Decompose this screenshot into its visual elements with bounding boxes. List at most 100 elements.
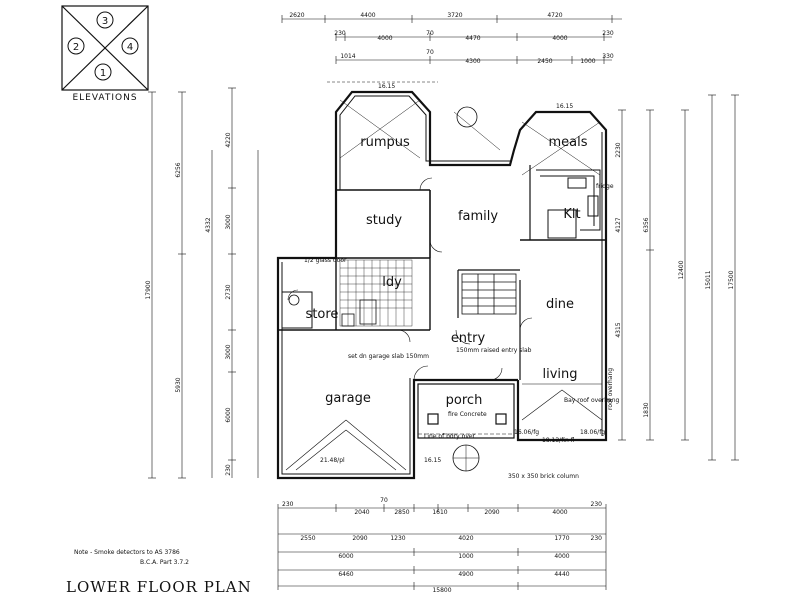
dim-top-3e: 1000 — [580, 58, 595, 65]
elevation-marker-1 — [94, 63, 112, 81]
dim-bottom-1h: 230 — [591, 501, 603, 508]
annotation-garage-level: 21.48/pl — [320, 457, 345, 464]
top-dimension-lines — [281, 15, 622, 64]
dim-left-total: 17900 — [145, 280, 152, 299]
dim-bottom-1e: 1610 — [432, 509, 447, 516]
dim-top-2b: 4000 — [377, 35, 392, 42]
dim-bottom-1f: 2090 — [484, 509, 499, 516]
sink — [567, 177, 587, 189]
cooktop — [587, 195, 599, 217]
roof-hip-lines — [327, 81, 601, 176]
dim-top-3c: 4300 — [465, 58, 480, 65]
room-label-study: study — [366, 213, 402, 228]
annotation-living-level: 18.13/fin fl — [542, 437, 575, 444]
dim-left-inner-d: 3000 — [225, 344, 232, 359]
annotation-porch-level: 16.15 — [424, 457, 441, 464]
top-bay-marker — [456, 106, 478, 128]
dim-left-inner-c: 2730 — [225, 284, 232, 299]
dim-bottom-1g: 4000 — [552, 509, 567, 516]
dim-right-inner-c: 4315 — [615, 322, 622, 337]
dim-right-inner-b: 4127 — [615, 217, 622, 232]
elevation-number-3: 3 — [102, 16, 108, 27]
elevation-number-1: 1 — [100, 68, 106, 79]
annotation-glass-door: 1/2 glass door — [304, 257, 347, 264]
dim-top-2f: 230 — [602, 30, 614, 37]
left-dimension-lines — [148, 87, 259, 479]
dim-left-inner-e: 6000 — [225, 407, 232, 422]
elevation-marker-2 — [67, 37, 85, 55]
room-label-store: store — [306, 307, 339, 322]
dim-top-3f: 330 — [602, 53, 614, 60]
page-title: LOWER FLOOR PLAN — [66, 578, 252, 596]
dim-bottom-2d: 4020 — [458, 535, 473, 542]
dim-right-outer-b: 15011 — [705, 270, 712, 289]
dim-top-1b: 4400 — [360, 12, 375, 19]
dim-left-inner-f: 230 — [225, 464, 232, 476]
dim-right-total: 17500 — [728, 270, 735, 289]
dim-bottom-2f: 230 — [591, 535, 603, 542]
kitchen-benches — [536, 169, 601, 239]
annotation-entry-step: 150mm raised entry slab — [456, 347, 532, 354]
building-walls — [276, 90, 608, 480]
dim-bottom-2a: 2550 — [300, 535, 315, 542]
annotation-fridge: fridge — [596, 183, 614, 190]
dim-top-1c: 3720 — [447, 12, 462, 19]
right-dimension-lines — [618, 94, 739, 461]
dim-right-outer-c: 12400 — [678, 260, 685, 279]
elevation-marker-4 — [121, 37, 139, 55]
dim-bottom-4a: 6460 — [338, 571, 353, 578]
room-label-ldy: ldy — [382, 275, 402, 290]
dim-top-2d: 4470 — [465, 35, 480, 42]
annotation-meals-level: 16.15 — [556, 103, 573, 110]
annotation-brick-column: 350 x 350 brick column — [508, 473, 579, 480]
note-bca-reference: B.C.A. Part 3.7.2 — [140, 559, 189, 566]
annotation-line-of-bdry: Line of bdry over — [424, 433, 476, 440]
room-label-family: family — [458, 209, 498, 224]
room-label-entry: entry — [451, 331, 486, 346]
elevation-key: 3 2 4 1 ELEVATIONS — [61, 5, 149, 103]
island-bench — [547, 209, 577, 239]
dim-left-outer-d: 5930 — [175, 377, 182, 392]
front-garden-feature — [452, 444, 480, 472]
room-label-porch: porch — [446, 393, 483, 408]
dim-left-inner-a: 4220 — [225, 132, 232, 147]
porch-column-right — [495, 413, 507, 425]
dim-top-1a: 2620 — [289, 12, 304, 19]
dim-left-outer-b: 6256 — [175, 162, 182, 177]
dim-top-3d: 2450 — [537, 58, 552, 65]
annotation-set-down: set dn garage slab 150mm — [348, 353, 429, 360]
dim-bottom-2c: 1230 — [390, 535, 405, 542]
dim-top-3b: 70 — [426, 49, 434, 56]
dim-right-inner-d: 1830 — [643, 402, 650, 417]
elevation-number-4: 4 — [127, 42, 133, 53]
dim-bottom-1d: 2850 — [394, 509, 409, 516]
room-label-meals: meals — [548, 135, 587, 150]
dim-bottom-2b: 2090 — [352, 535, 367, 542]
dim-right-inner-a: 2230 — [615, 142, 622, 157]
toilet — [341, 313, 355, 327]
annotation-roof-overhang: roof overhang — [607, 368, 614, 410]
room-label-garage: garage — [325, 391, 371, 406]
elevation-number-2: 2 — [73, 42, 79, 53]
dim-top-2c: 70 — [426, 30, 434, 37]
dim-bottom-1c: 70 — [380, 497, 388, 504]
dim-bottom-3c: 4000 — [554, 553, 569, 560]
dim-left-inner-b: 3000 — [225, 214, 232, 229]
staircase — [461, 273, 517, 315]
annotation-living-level-3: 16.06/fg — [514, 429, 539, 436]
dim-top-1d: 4720 — [547, 12, 562, 19]
dim-bottom-3a: 6000 — [338, 553, 353, 560]
bottom-dimension-lines — [277, 504, 607, 590]
room-label-living: living — [542, 367, 577, 382]
room-label-rumpus: rumpus — [360, 135, 410, 150]
annotation-living-level-2: 18.06/fg — [580, 429, 605, 436]
store-room — [281, 291, 313, 329]
annotation-bay-overhang: Bay roof overhang — [564, 397, 620, 404]
note-smoke-detectors: Note - Smoke detectors to AS 3786 — [74, 549, 180, 556]
shower — [359, 299, 377, 325]
dim-bottom-3b: 1000 — [458, 553, 473, 560]
room-label-dine: dine — [546, 297, 574, 312]
dim-top-3a: 1014 — [340, 53, 355, 60]
room-label-kit: Kit — [563, 207, 580, 222]
